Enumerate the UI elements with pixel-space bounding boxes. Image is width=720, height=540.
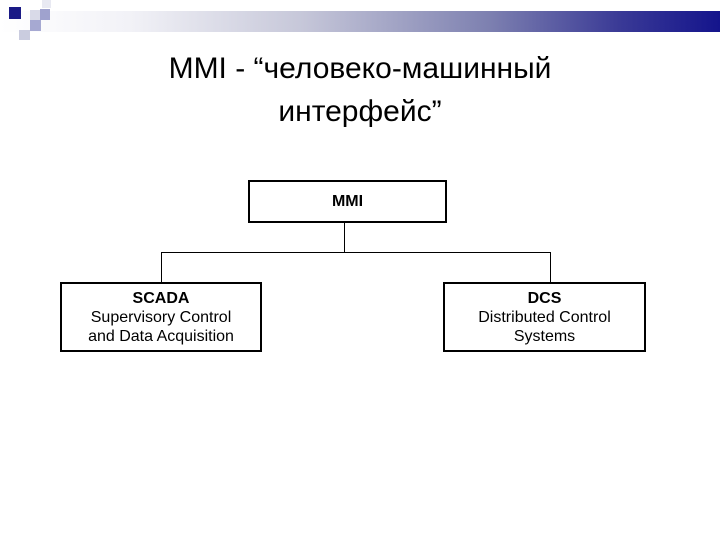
decor-square bbox=[19, 30, 30, 40]
node-dcs-name: DCS bbox=[527, 289, 562, 307]
node-mmi-label: MMI bbox=[331, 193, 364, 210]
node-scada: SCADA Supervisory Control and Data Acqui… bbox=[60, 282, 262, 352]
connector-horizontal bbox=[161, 252, 551, 253]
decor-square bbox=[30, 10, 40, 20]
connector-root-drop bbox=[344, 223, 345, 252]
connector-right-stub bbox=[550, 252, 551, 282]
decor-square bbox=[30, 20, 41, 31]
node-scada-desc-1: Supervisory Control bbox=[90, 308, 232, 326]
header-gradient-bar bbox=[0, 11, 720, 32]
node-scada-name: SCADA bbox=[132, 289, 190, 307]
decor-square bbox=[9, 7, 21, 19]
decor-square bbox=[40, 9, 50, 20]
node-dcs-desc-2: Systems bbox=[513, 327, 576, 345]
connector-left-stub bbox=[161, 252, 162, 282]
node-dcs-desc-1: Distributed Control bbox=[478, 308, 611, 326]
node-dcs: DCS Distributed Control Systems bbox=[443, 282, 646, 352]
node-mmi: MMI bbox=[248, 180, 447, 223]
node-scada-desc-2: and Data Acquisition bbox=[88, 327, 234, 345]
slide-title-line-1: MMI - “человеко-машинный bbox=[168, 52, 552, 85]
slide-title: MMI - “человеко-машинный интерфейс” bbox=[0, 47, 720, 133]
slide-title-line-2: интерфейс” bbox=[278, 95, 442, 128]
decor-square bbox=[42, 0, 51, 8]
